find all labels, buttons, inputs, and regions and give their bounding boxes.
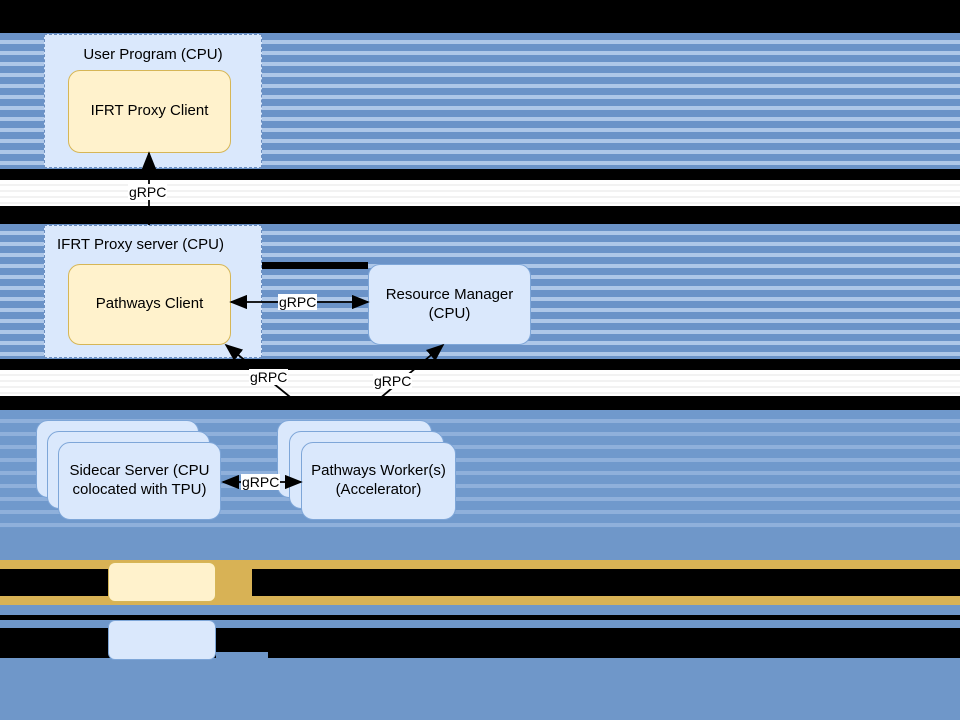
edge-label-client-to-server: gRPC — [128, 184, 168, 200]
edge-label-worker-to-resource-manager: gRPC — [373, 373, 413, 389]
node-sidecar-server[interactable]: Sidecar Server (CPU colocated with TPU) — [58, 442, 221, 520]
node-sidecar-server-label-line1: Sidecar Server (CPU — [69, 462, 210, 480]
node-pathways-worker[interactable]: Pathways Worker(s) (Accelerator) — [301, 442, 456, 520]
node-resource-manager-label-line1: Resource Manager — [385, 285, 514, 303]
legend-swatch-blue — [108, 620, 216, 660]
node-pathways-worker-label-line1: Pathways Worker(s) — [311, 462, 446, 480]
container-user-program-label: User Program (CPU) — [83, 46, 223, 63]
node-resource-manager-label-line2: (CPU) — [428, 304, 471, 322]
node-sidecar-server-label-line2: colocated with TPU) — [72, 481, 207, 498]
edge-label-sidecar-to-worker: gRPC — [241, 474, 281, 490]
node-ifrt-proxy-client-label: IFRT Proxy Client — [90, 102, 209, 120]
node-pathways-worker-label-line2: (Accelerator) — [335, 481, 422, 498]
edge-label-sidecar-to-pathways-client: gRPC — [249, 369, 289, 385]
node-resource-manager[interactable]: Resource Manager (CPU) — [368, 264, 531, 345]
edge-label-rm-to-pathways-client: gRPC — [278, 294, 318, 310]
node-pathways-client[interactable]: Pathways Client — [68, 264, 231, 345]
node-pathways-client-label: Pathways Client — [95, 295, 204, 313]
node-ifrt-proxy-client[interactable]: IFRT Proxy Client — [68, 70, 231, 153]
container-ifrt-proxy-server-label: IFRT Proxy server (CPU) — [57, 236, 224, 253]
legend-swatch-yellow — [108, 562, 216, 602]
edge-worker-to-resource-manager — [377, 343, 445, 401]
